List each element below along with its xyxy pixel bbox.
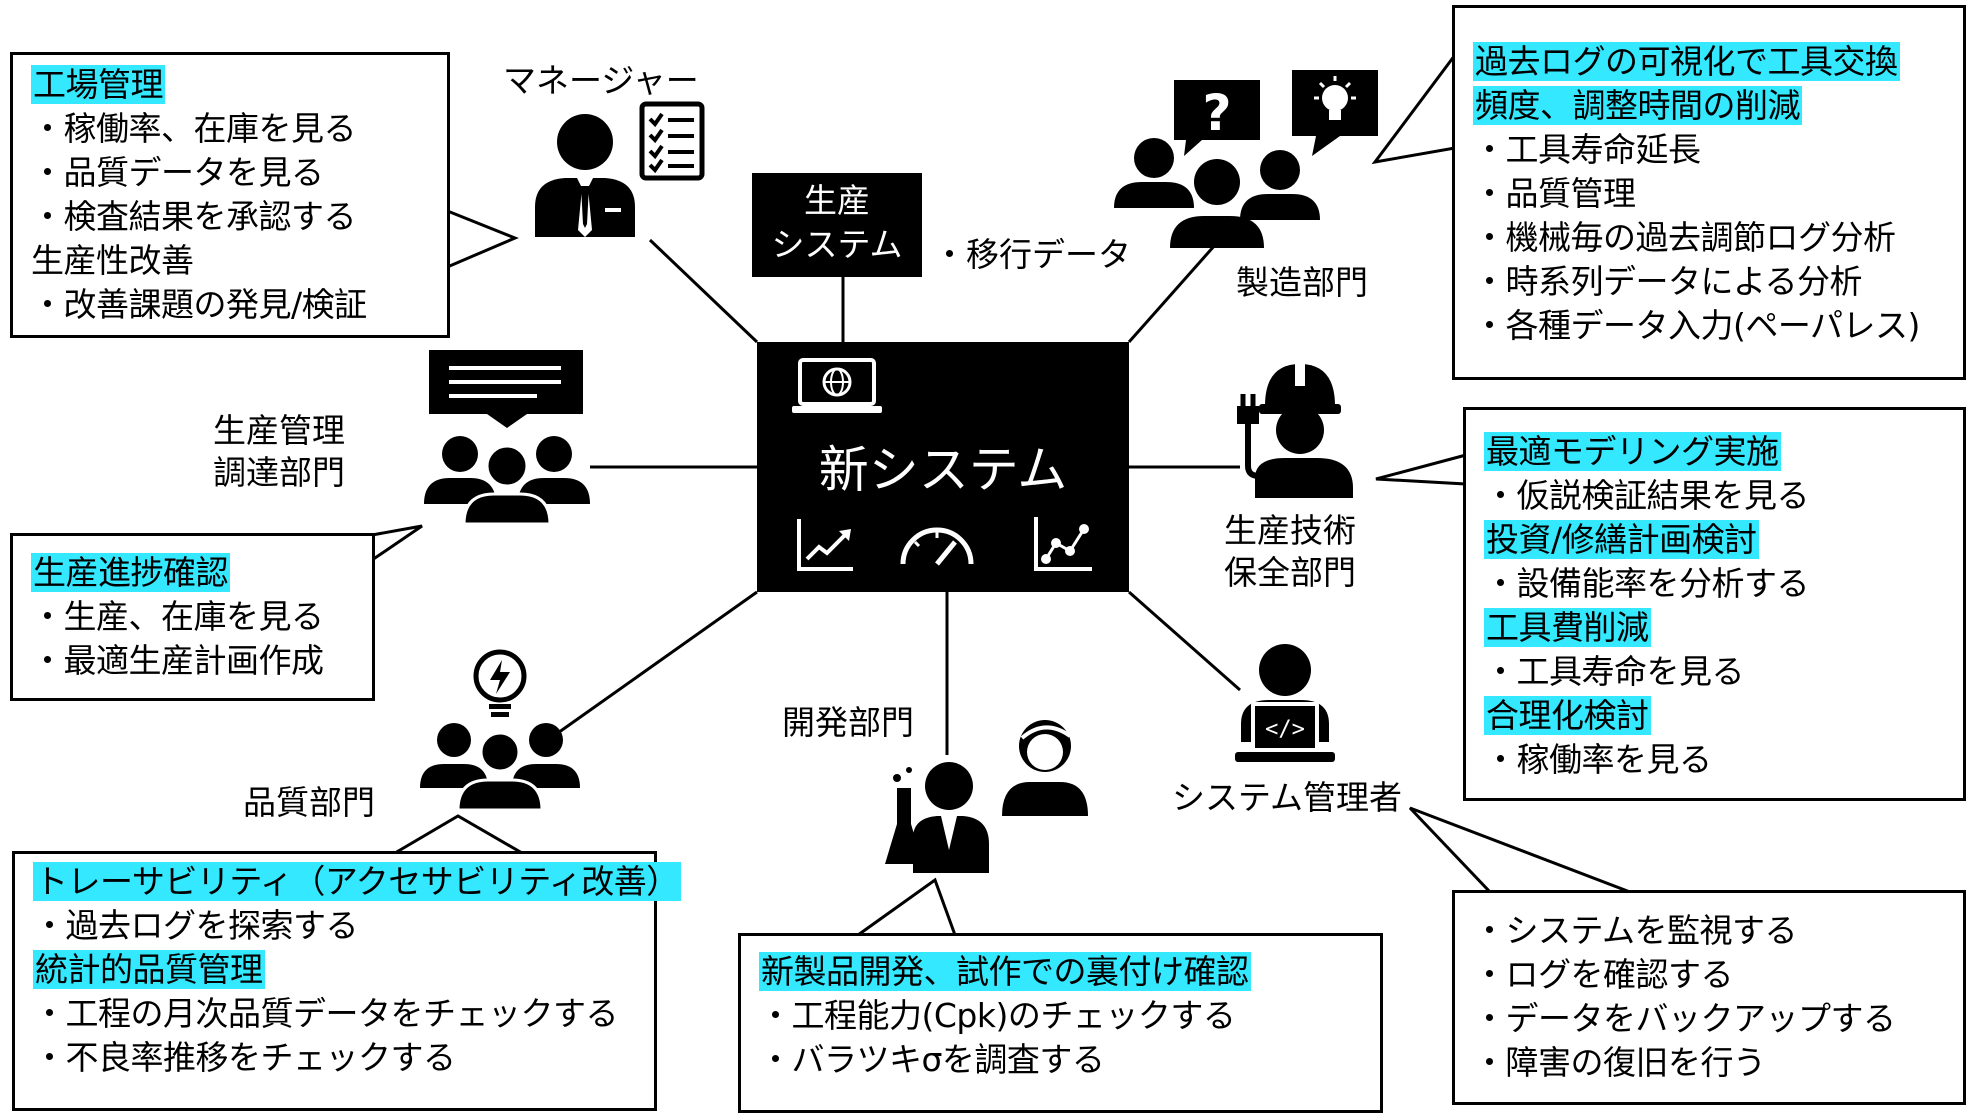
- prod-eng-line-1: ・仮説検証結果を見る: [1484, 476, 1810, 515]
- callout-tail-prod-mgmt: [370, 524, 423, 563]
- system-admin-icon: </>: [1235, 644, 1335, 762]
- production-system-line1: 生産: [804, 181, 870, 220]
- migration-data-label: ・移行データ: [933, 235, 1131, 274]
- quality-line-2: 統計的品質管理: [33, 950, 265, 989]
- checklist-icon: [639, 101, 705, 181]
- prod-mgmt-line-1: ・生産、在庫を見る: [31, 597, 324, 636]
- prod-eng-line-4: 工具費削減: [1484, 608, 1651, 647]
- gauge-icon: [900, 527, 974, 566]
- callout-tail-development: [853, 877, 958, 937]
- laptop-globe-icon: [792, 358, 882, 413]
- callout-manufacturing: 過去ログの可視化で工具交換 頻度、調整時間の削減 ・工具寿命延長 ・品質管理 ・…: [1452, 5, 1966, 380]
- worker-helmet-icon: [1237, 364, 1353, 498]
- new-system-title: 新システム: [818, 441, 1068, 499]
- callout-prod-eng: 最適モデリング実施 ・仮説検証結果を見る 投資/修繕計画検討 ・設備能率を分析す…: [1463, 407, 1966, 801]
- manufacturing-line-5: ・時系列データによる分析: [1473, 262, 1863, 301]
- development-line-0: 新製品開発、試作での裏付け確認: [759, 952, 1251, 991]
- role-manufacturing-label: 製造部門: [1236, 263, 1368, 302]
- manufacturing-line-3: ・品質管理: [1473, 174, 1636, 213]
- prod-eng-line-5: ・工具寿命を見る: [1484, 652, 1745, 691]
- manager-line-0: 工場管理: [31, 65, 165, 104]
- manager-line-4: 生産性改善: [31, 241, 194, 280]
- callout-sysadmin: ・システムを監視する ・ログを確認する ・データをバックアップする ・障害の復旧…: [1452, 890, 1966, 1105]
- manufacturing-line-2: ・工具寿命延長: [1473, 130, 1701, 169]
- sysadmin-line-0: ・システムを監視する: [1473, 911, 1798, 950]
- connector-manufacturing: [1127, 244, 1217, 343]
- callout-quality: トレーサビリティ（アクセサビリティ改善） ・過去ログを探索する 統計的品質管理 …: [12, 851, 681, 1111]
- prod-eng-line-0: 最適モデリング実施: [1484, 432, 1781, 471]
- sysadmin-line-3: ・障害の復旧を行う: [1473, 1043, 1766, 1082]
- role-sysadmin-label: システム管理者: [1172, 778, 1403, 817]
- role-manager-label: マネージャー: [503, 61, 699, 100]
- manufacturing-line-1: 頻度、調整時間の削減: [1473, 86, 1802, 125]
- callout-tail-quality: [389, 814, 528, 855]
- manager-line-5: ・改善課題の発見/検証: [31, 285, 367, 324]
- manager-line-1: ・稼働率、在庫を見る: [31, 109, 357, 148]
- prod-eng-line-2: 投資/修繕計画検討: [1484, 520, 1759, 559]
- manufacturing-line-6: ・各種データ入力(ペーパレス): [1473, 306, 1920, 345]
- svg-text:</>: </>: [1265, 717, 1305, 742]
- role-prod-eng-label-2: 保全部門: [1224, 553, 1356, 592]
- line-chart-icon: [797, 519, 853, 571]
- callout-tail-prod-eng: [1375, 453, 1468, 486]
- new-system-box: 新システム: [757, 342, 1129, 592]
- callout-development: 新製品開発、試作での裏付け確認 ・工程能力(Cpk)のチェックする ・バラツキσ…: [738, 933, 1383, 1113]
- prod-mgmt-line-0: 生産進捗確認: [31, 553, 230, 592]
- callout-tail-sysadmin: [1408, 806, 1631, 894]
- sysadmin-line-1: ・ログを確認する: [1473, 955, 1734, 994]
- role-development-label: 開発部門: [782, 703, 914, 742]
- prod-eng-line-3: ・設備能率を分析する: [1484, 564, 1810, 603]
- callout-tail-manager: [443, 207, 519, 271]
- production-system-line2: システム: [771, 225, 903, 264]
- connector-sysadmin: [1128, 590, 1241, 692]
- prod-mgmt-line-2: ・最適生産計画作成: [31, 641, 324, 680]
- manager-icon: [535, 114, 635, 237]
- idea-bubble-icon: [1292, 70, 1378, 156]
- quality-line-3: ・工程の月次品質データをチェックする: [33, 994, 619, 1033]
- connector-quality: [554, 590, 758, 737]
- connector-manager: [648, 238, 759, 344]
- manufacturing-line-0: 過去ログの可視化で工具交換: [1473, 42, 1900, 81]
- prod-eng-line-6: 合理化検討: [1484, 696, 1651, 735]
- sysadmin-line-2: ・データをバックアップする: [1473, 999, 1896, 1038]
- role-quality-label: 品質部門: [243, 783, 375, 822]
- meeting-board-icon: [429, 350, 583, 428]
- scatter-chart-icon: [1034, 517, 1092, 571]
- quality-line-0: トレーサビリティ（アクセサビリティ改善）: [33, 862, 681, 901]
- manager-line-2: ・品質データを見る: [31, 153, 324, 192]
- callout-tail-manufacturing: [1371, 50, 1457, 165]
- lightbulb-icon: [473, 649, 527, 717]
- quality-line-4: ・不良率推移をチェックする: [33, 1038, 456, 1077]
- lightbulb-team-icon: [420, 723, 580, 810]
- team-icon: [424, 436, 590, 524]
- callout-prod-mgmt: 生産進捗確認 ・生産、在庫を見る ・最適生産計画作成: [10, 533, 375, 701]
- svg-text:?: ?: [1202, 84, 1231, 142]
- developer-icon: [1002, 720, 1088, 816]
- manufacturing-line-4: ・機械毎の過去調節ログ分析: [1473, 218, 1896, 257]
- scientist-icon: [885, 762, 989, 873]
- callout-manager: 工場管理 ・稼働率、在庫を見る ・品質データを見る ・検査結果を承認する 生産性…: [10, 52, 450, 338]
- manager-line-3: ・検査結果を承認する: [31, 197, 357, 236]
- production-system-box: 生産 システム: [752, 173, 922, 277]
- team-icon: [1114, 138, 1320, 248]
- prod-eng-line-7: ・稼働率を見る: [1484, 740, 1712, 779]
- role-prod-eng-label-1: 生産技術: [1224, 511, 1356, 550]
- development-line-1: ・工程能力(Cpk)のチェックする: [759, 996, 1236, 1035]
- role-prod-mgmt-label-2: 調達部門: [213, 453, 345, 492]
- quality-line-1: ・過去ログを探索する: [33, 906, 359, 945]
- development-line-2: ・バラツキσを調査する: [759, 1040, 1105, 1079]
- role-prod-mgmt-label-1: 生産管理: [213, 411, 345, 450]
- question-bubble-icon: ?: [1174, 80, 1260, 156]
